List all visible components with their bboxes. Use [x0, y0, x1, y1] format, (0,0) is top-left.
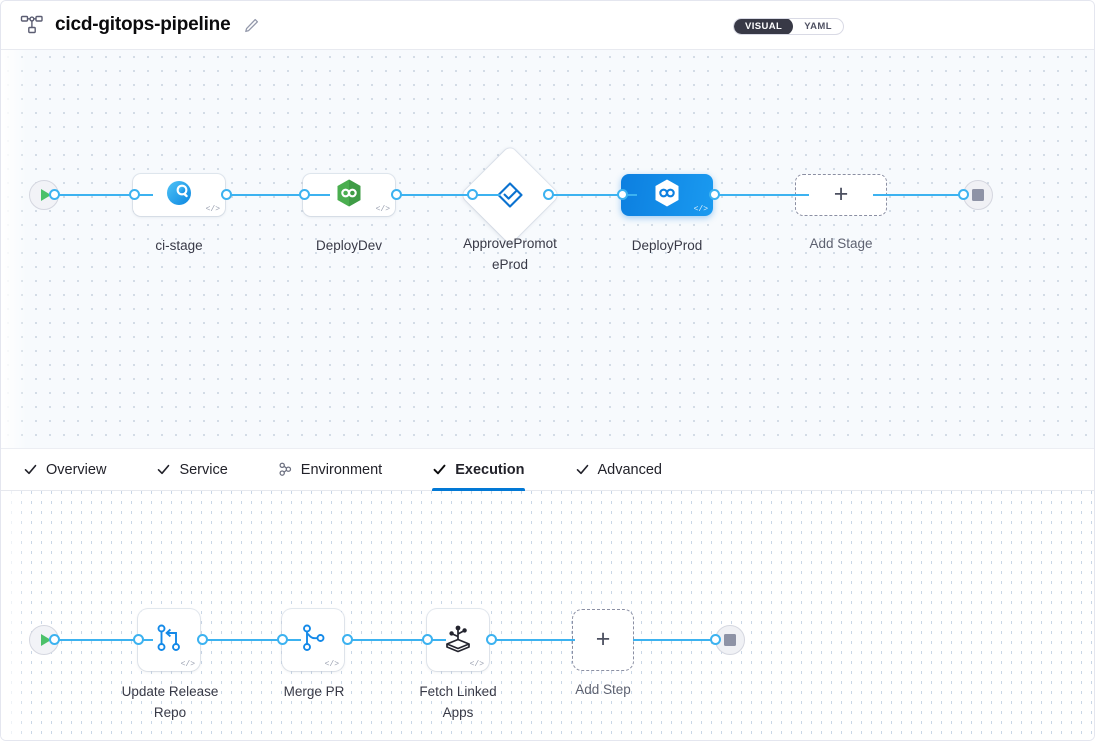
- tab-environment[interactable]: Environment: [278, 449, 404, 490]
- edge-ci-to-deploydev: [225, 194, 330, 196]
- port-deploydev-out[interactable]: [391, 189, 402, 200]
- port-exec-end-in[interactable]: [710, 634, 721, 645]
- port-approval-in[interactable]: [467, 189, 478, 200]
- tab-label: Environment: [301, 462, 382, 478]
- stage-label-deploydev: DeployDev: [283, 235, 415, 256]
- code-glyph: </>: [694, 206, 708, 214]
- view-mode-toggle[interactable]: VISUAL YAML: [733, 18, 844, 35]
- toggle-visual[interactable]: VISUAL: [734, 18, 793, 35]
- code-glyph: </>: [181, 661, 195, 669]
- port-merge-pr-out[interactable]: [342, 634, 353, 645]
- execution-steps-canvas[interactable]: </> Update Release Repo: [1, 491, 1095, 741]
- code-glyph: </>: [470, 661, 484, 669]
- stop-icon: [972, 189, 984, 201]
- stage-config-tabs: Overview Service Environment: [1, 448, 1095, 491]
- port-deployprod-out[interactable]: [709, 189, 720, 200]
- port-exec-start-out[interactable]: [49, 634, 60, 645]
- plus-icon: +: [596, 627, 611, 652]
- port-end-in[interactable]: [958, 189, 969, 200]
- check-icon: [432, 462, 447, 477]
- tab-label: Advanced: [598, 462, 663, 478]
- port-ci-in[interactable]: [129, 189, 140, 200]
- port-merge-pr-in[interactable]: [277, 634, 288, 645]
- stage-canvas[interactable]: </> ci-stage </>: [1, 50, 1095, 448]
- environment-icon: [278, 462, 293, 477]
- code-glyph: </>: [325, 661, 339, 669]
- step-label-merge-pr: Merge PR: [248, 681, 380, 702]
- tab-label: Execution: [455, 462, 524, 478]
- add-step-button[interactable]: +: [572, 609, 634, 671]
- gitops-hex-white-icon: [653, 178, 681, 213]
- stage-label-approval: ApprovePromot eProd: [444, 233, 576, 275]
- edge-fetch-linked-apps-to-add-step: [490, 639, 575, 641]
- tab-advanced[interactable]: Advanced: [575, 449, 685, 490]
- stage-label-deployprod: DeployProd: [601, 235, 733, 256]
- pencil-edit-icon[interactable]: [242, 16, 260, 34]
- page-title: cicd-gitops-pipeline: [55, 14, 230, 36]
- check-icon: [575, 462, 590, 477]
- tab-overview[interactable]: Overview: [23, 449, 128, 490]
- port-ci-out[interactable]: [221, 189, 232, 200]
- port-deploydev-in[interactable]: [299, 189, 310, 200]
- gitops-hex-green-icon: [335, 178, 363, 213]
- check-icon: [23, 462, 38, 477]
- pipeline-header: cicd-gitops-pipeline VISUAL YAML: [1, 1, 1095, 50]
- port-fetch-linked-apps-out[interactable]: [486, 634, 497, 645]
- add-stage-label: Add Stage: [775, 233, 907, 254]
- code-glyph: </>: [376, 206, 390, 214]
- port-deployprod-in[interactable]: [617, 189, 628, 200]
- port-update-release-repo-in[interactable]: [133, 634, 144, 645]
- step-label-fetch-linked-apps: Fetch Linked Apps: [392, 681, 524, 723]
- toggle-yaml[interactable]: YAML: [793, 18, 843, 35]
- tab-label: Overview: [46, 462, 106, 478]
- edge-deployprod-to-addstage: [709, 194, 809, 196]
- harness-ci-icon: [165, 179, 193, 212]
- port-start-out[interactable]: [49, 189, 60, 200]
- edge-deploydev-to-approval: [395, 194, 500, 196]
- check-icon: [156, 462, 171, 477]
- port-approval-out[interactable]: [543, 189, 554, 200]
- code-glyph: </>: [206, 206, 220, 214]
- git-merge-icon: [152, 621, 186, 660]
- stage-label-ci-stage: ci-stage: [113, 235, 245, 256]
- step-label-update-release-repo: Update Release Repo: [104, 681, 236, 723]
- add-step-label: Add Step: [537, 679, 669, 700]
- plus-icon: +: [834, 182, 849, 207]
- tab-execution[interactable]: Execution: [432, 449, 546, 490]
- tab-label: Service: [179, 462, 227, 478]
- port-update-release-repo-out[interactable]: [197, 634, 208, 645]
- port-fetch-linked-apps-in[interactable]: [422, 634, 433, 645]
- tab-service[interactable]: Service: [156, 449, 249, 490]
- git-branch-icon: [296, 621, 330, 660]
- pipeline-hierarchy-icon: [19, 14, 45, 36]
- stop-icon: [724, 634, 736, 646]
